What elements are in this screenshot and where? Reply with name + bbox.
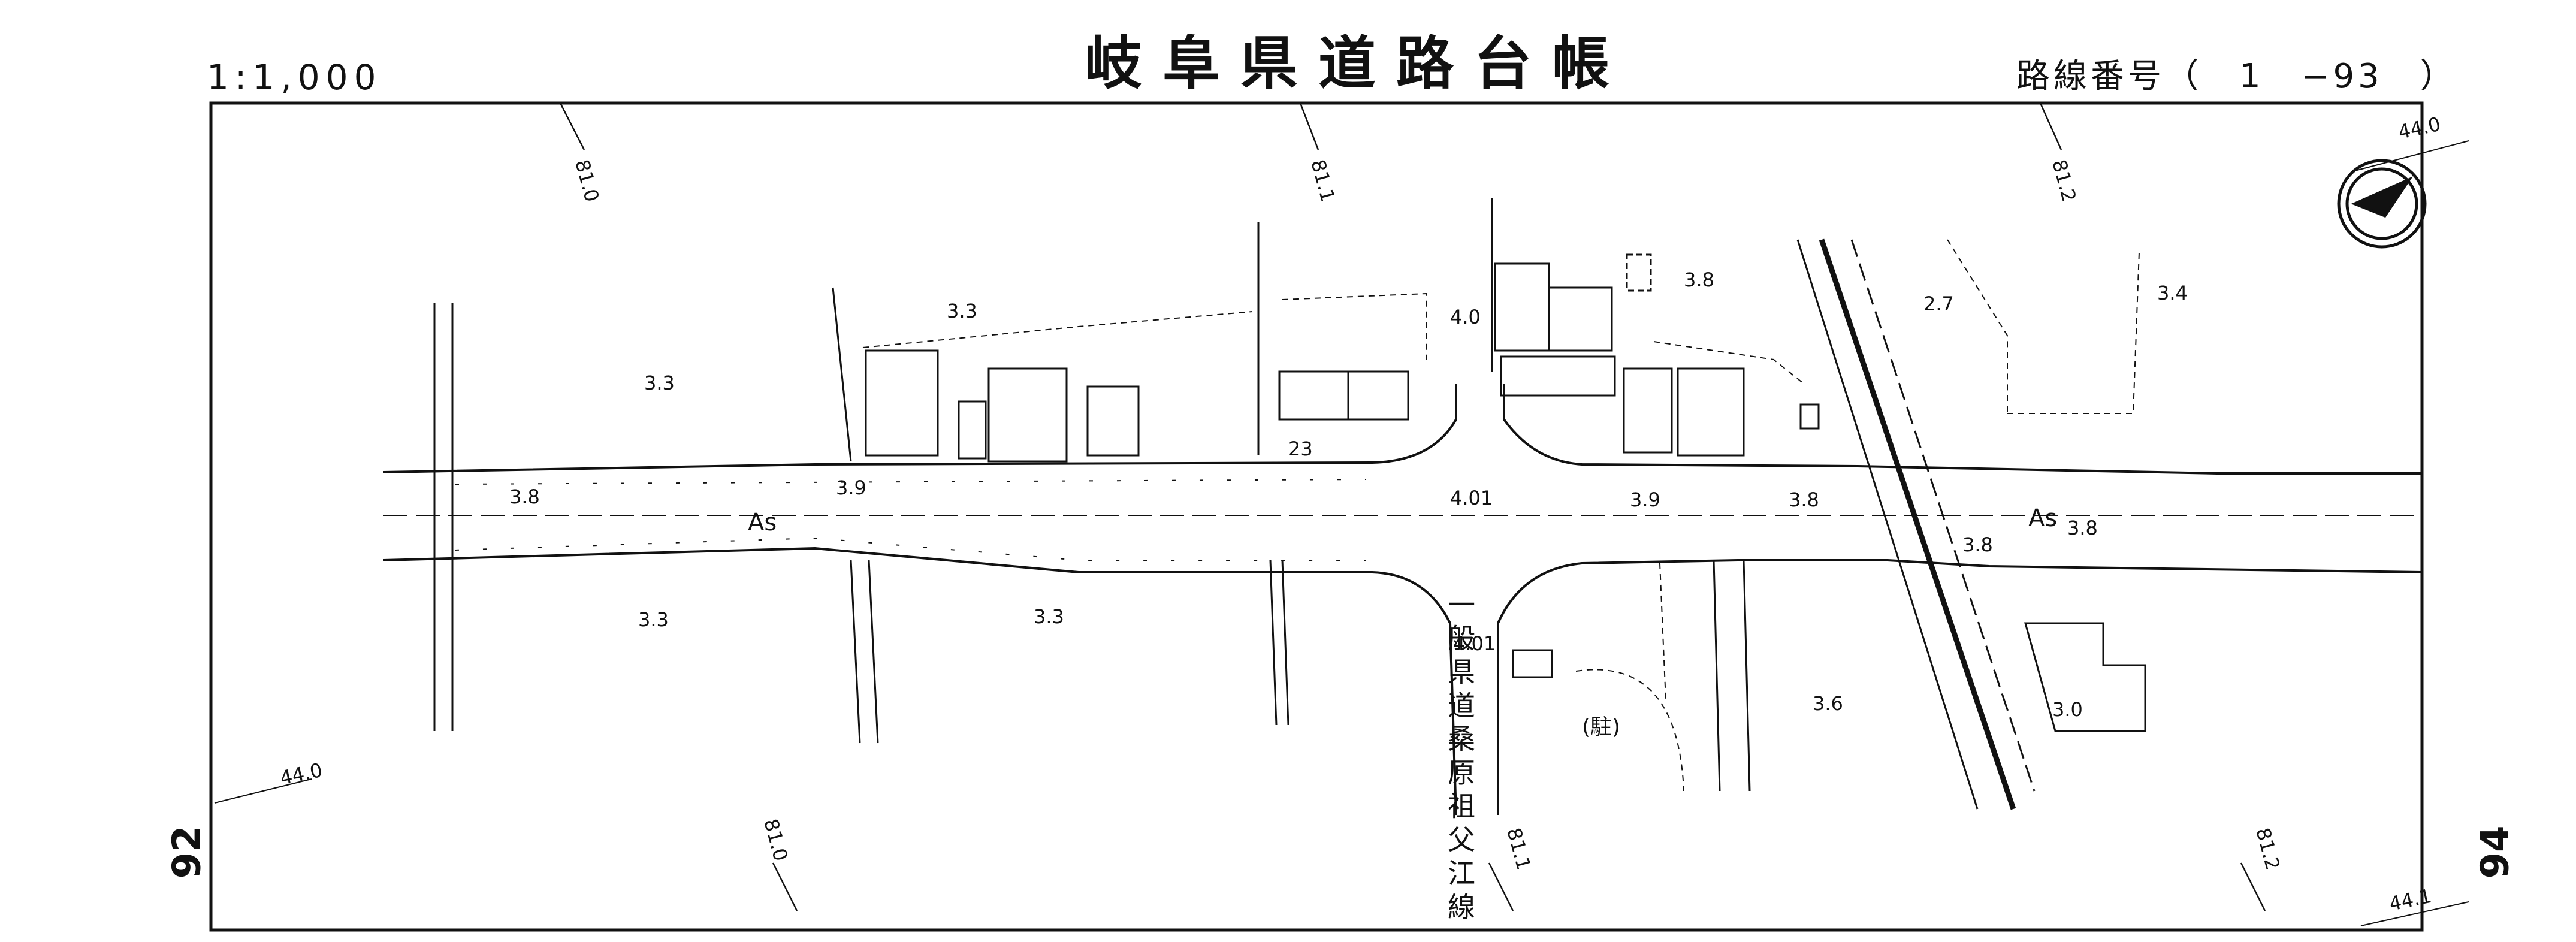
elevation-label: 2.7 (1923, 292, 1954, 315)
width-label: 4.0 (1450, 306, 1481, 328)
width-label: 4.01 (1450, 487, 1493, 509)
contour-lines (214, 140, 2469, 926)
width-label: 3.9 (836, 476, 866, 499)
elevation-label: 3.0 (2052, 698, 2083, 721)
width-label: 3.8 (1789, 488, 1819, 511)
elevation-label: 3.3 (638, 608, 669, 631)
elevation-label: 3.3 (947, 300, 977, 322)
contour-label: 44.0 (278, 759, 325, 790)
width-label: 3.8 (2067, 517, 2098, 539)
cross-road-name: 一般県道桑原祖父江線 (1443, 590, 1476, 926)
main-road (383, 384, 2423, 816)
map-scale: 1:1,000 (207, 57, 382, 98)
surface-label: As (748, 509, 777, 536)
route-number: 路線番号（ 1 −93 ） (2016, 57, 2457, 96)
chainage-label: 81.0 (759, 816, 792, 864)
contour-label: 44.0 (2396, 113, 2443, 144)
chainage-label: 81.2 (2047, 157, 2080, 204)
cross-roads (433, 198, 1751, 792)
map-frame (209, 101, 2424, 932)
surface-label-east: As (2028, 505, 2057, 532)
chainage-label: 81.2 (2251, 825, 2284, 872)
width-label: 4.01 (1453, 632, 1496, 655)
elevation-label: 3.3 (644, 372, 675, 394)
parking-label: (駐) (1582, 715, 1620, 739)
north-arrow-icon (2337, 159, 2427, 249)
elevation-label: 3.3 (1034, 605, 1064, 628)
map-title: 岐阜県道路台帳 (1085, 30, 1630, 97)
railway-line (1796, 238, 2036, 810)
buildings (865, 253, 2146, 732)
elevation-label: 3.8 (1684, 268, 1714, 291)
width-label: 3.8 (509, 485, 540, 508)
width-label: 3.9 (1630, 488, 1660, 511)
width-label: 3.8 (1962, 533, 1993, 556)
chainage-label: 81.1 (1306, 157, 1339, 204)
elevation-label: 23 (1288, 437, 1313, 460)
elevation-label: 3.6 (1813, 692, 1843, 715)
elevation-label: 3.4 (2157, 282, 2188, 304)
chainage-label: 81.0 (570, 157, 603, 204)
chainage-ticks (559, 102, 2266, 911)
property-lines (862, 239, 2140, 792)
chainage-label: 81.1 (1502, 825, 1535, 872)
map-labels: As As (駐) 3.8 3.9 4.01 3.9 3.8 3.8 3.8 4… (278, 113, 2443, 916)
